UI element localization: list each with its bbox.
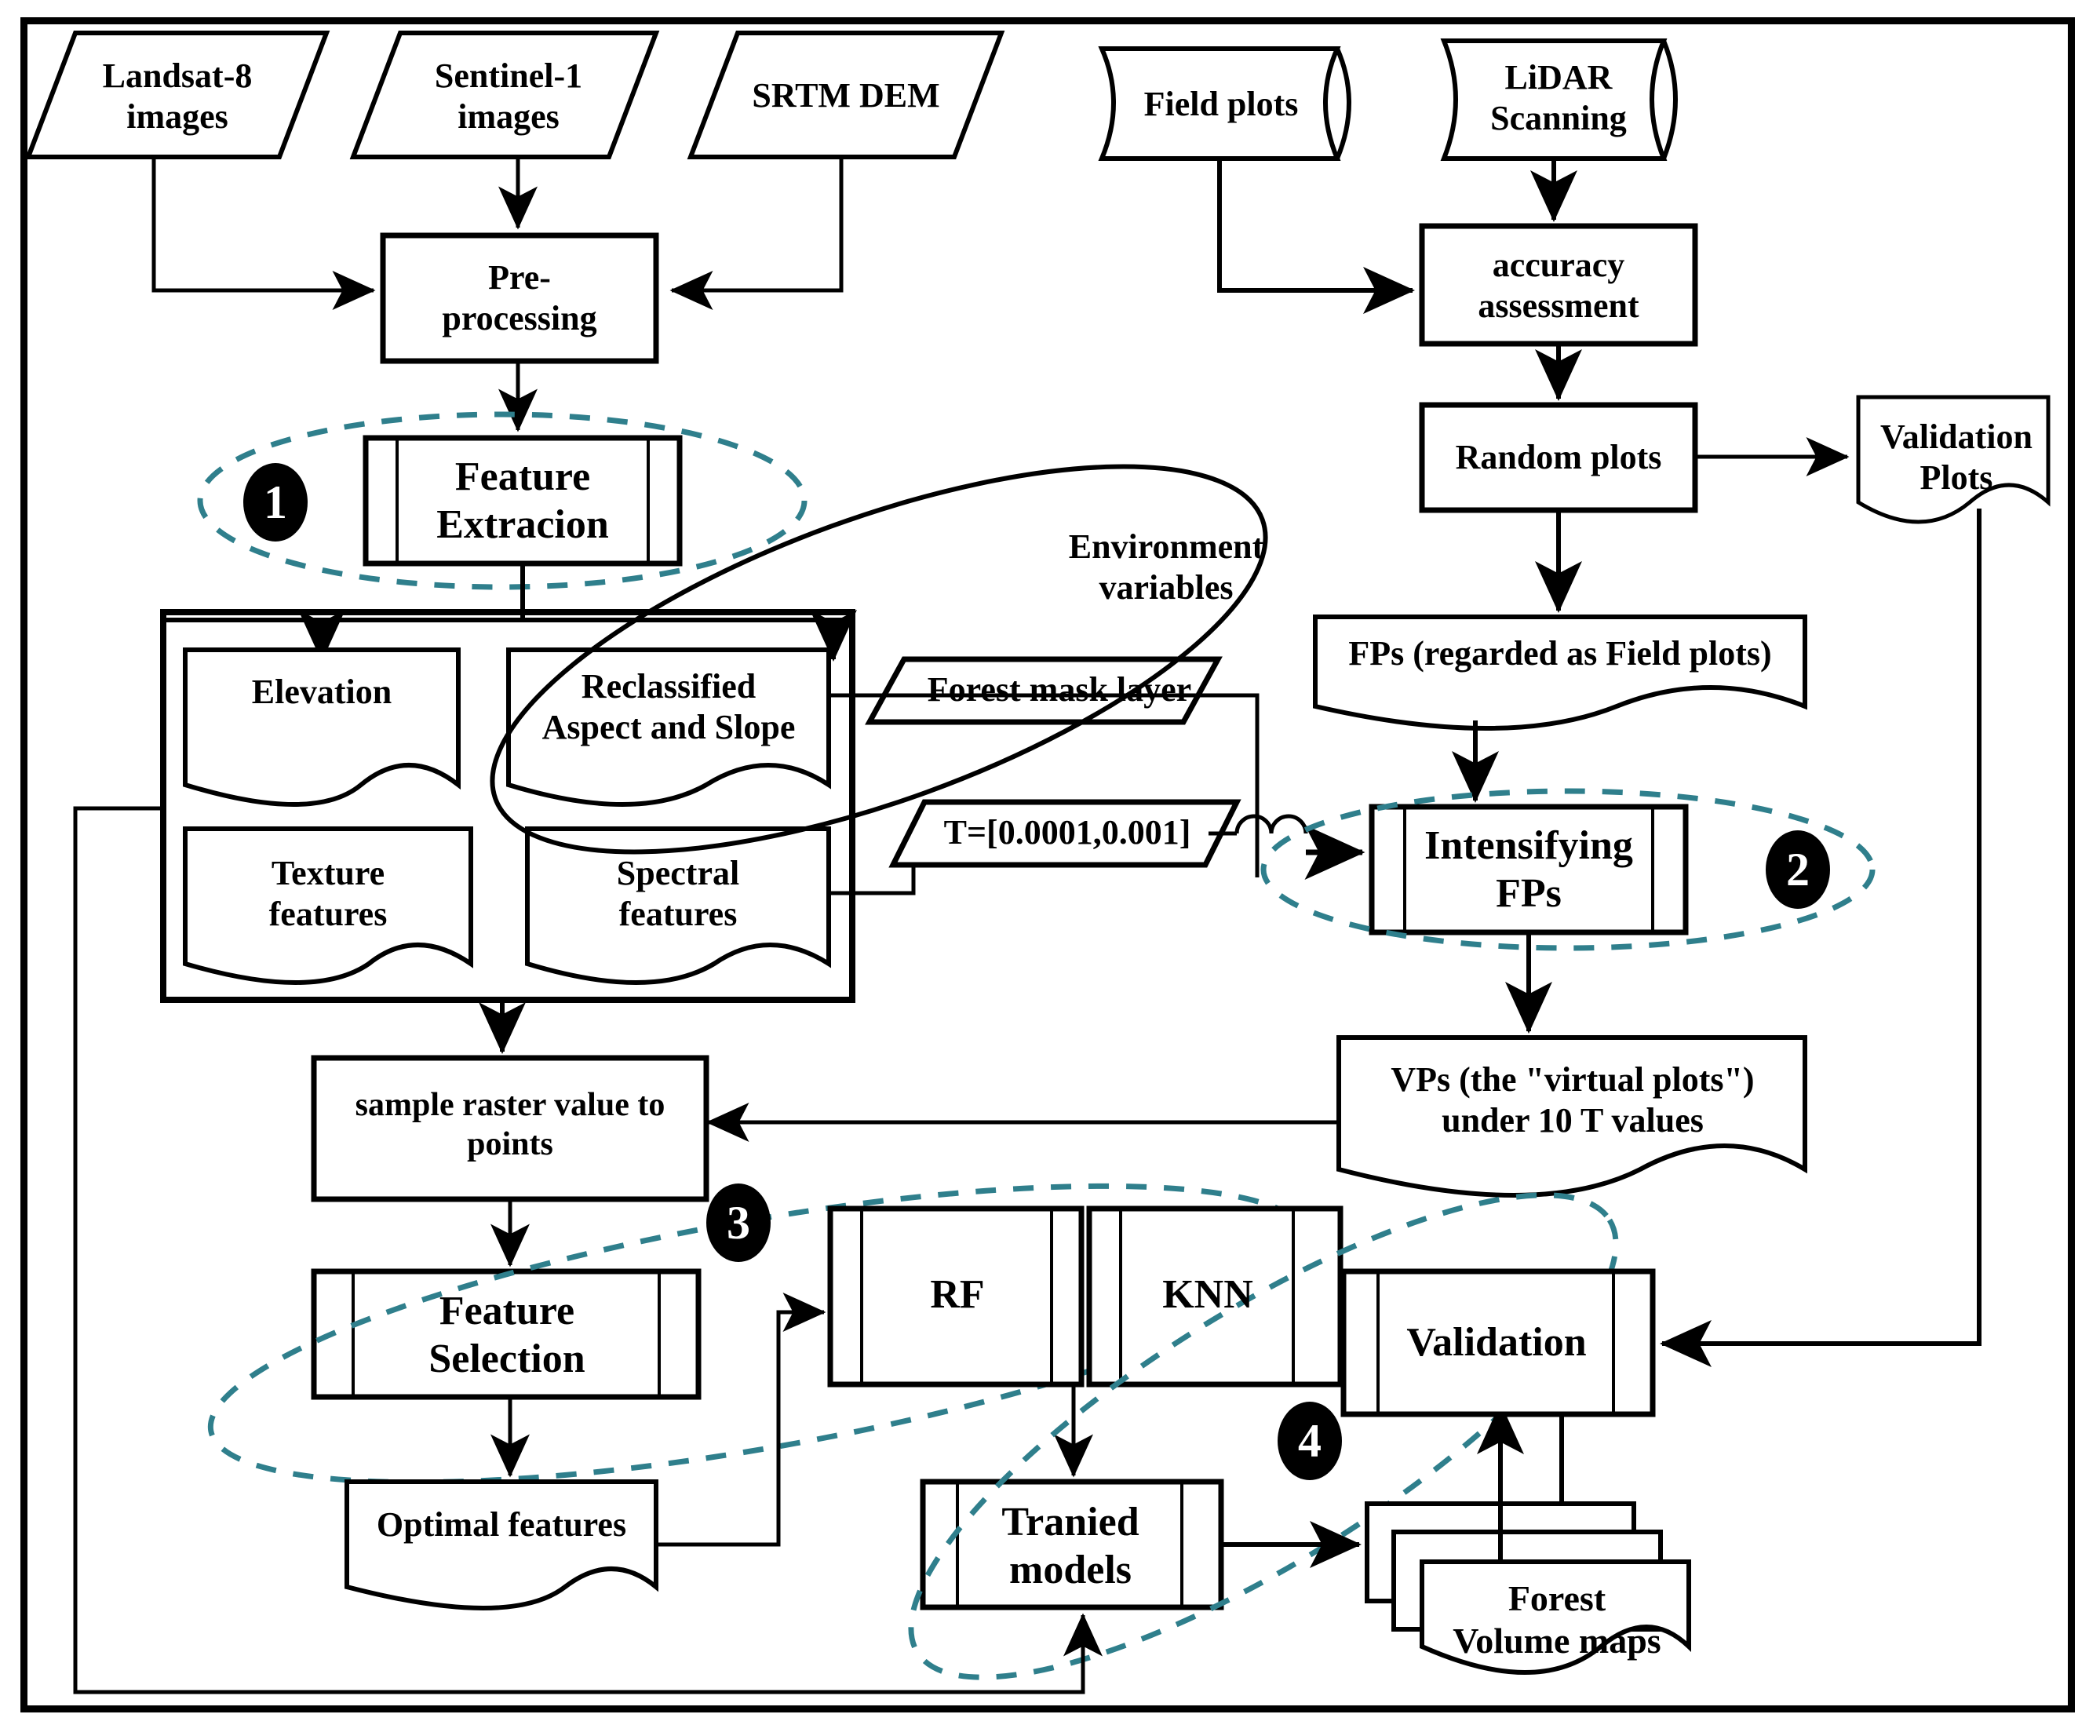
shape-feature-selection <box>311 1268 702 1400</box>
annotation-ellipse-2 <box>1260 788 1876 951</box>
shape-knn <box>1086 1205 1343 1388</box>
shape-srtm-dem <box>687 31 1005 159</box>
edge-fieldplots-to-accuracy <box>1217 159 1415 314</box>
annotation-ellipse-4 <box>908 1192 1619 1680</box>
shape-fps <box>1313 615 1807 731</box>
shape-optimal-features <box>345 1479 658 1610</box>
shape-intensifying-fps <box>1369 804 1689 935</box>
shape-reclassified-aspect-slope <box>506 647 831 807</box>
shape-texture-features <box>183 826 473 985</box>
shape-validation <box>1340 1268 1656 1417</box>
shape-spectral-features <box>525 826 831 985</box>
edge-srtm-to-preprocessing <box>669 157 844 310</box>
annotation-environment-variables <box>490 464 1268 855</box>
step-marker-3: 3 <box>706 1183 771 1262</box>
shape-validation-plots <box>1856 395 2051 524</box>
edge-spectral-to-threshold <box>829 865 916 895</box>
edge-optimalfeatures-to-rf <box>656 1293 826 1547</box>
shape-threshold <box>888 799 1241 868</box>
shape-rf <box>827 1205 1085 1388</box>
shape-landsat-8 <box>24 31 330 159</box>
annotation-ellipse-1 <box>197 411 808 590</box>
step-marker-2: 2 <box>1766 830 1830 909</box>
edge-hop <box>1234 814 1274 834</box>
shape-preprocessing <box>380 232 659 364</box>
step-marker-1: 1 <box>243 463 308 542</box>
shape-accuracy-assessment <box>1419 223 1698 347</box>
shape-trained-models <box>920 1479 1224 1610</box>
step-marker-4: 4 <box>1278 1402 1342 1480</box>
shape-feature-group-container <box>160 609 855 1003</box>
edge-landsat-to-preprocessing <box>151 157 376 310</box>
edge-validationplots-to-validation <box>1660 509 1982 1367</box>
shape-lidar-scanning <box>1440 38 1678 161</box>
shape-forest-mask-layer <box>865 656 1223 725</box>
shape-sentinel-1 <box>349 31 660 159</box>
shape-vps <box>1336 1035 1807 1198</box>
shape-sample-raster <box>311 1055 709 1202</box>
shape-elevation <box>183 647 461 807</box>
shape-feature-extraction <box>363 435 683 567</box>
shape-random-plots <box>1419 402 1698 513</box>
shape-field-plots <box>1098 46 1351 161</box>
shape-forest-volume-maps <box>1365 1501 1691 1675</box>
edge-feedback-loop <box>73 806 1103 1694</box>
